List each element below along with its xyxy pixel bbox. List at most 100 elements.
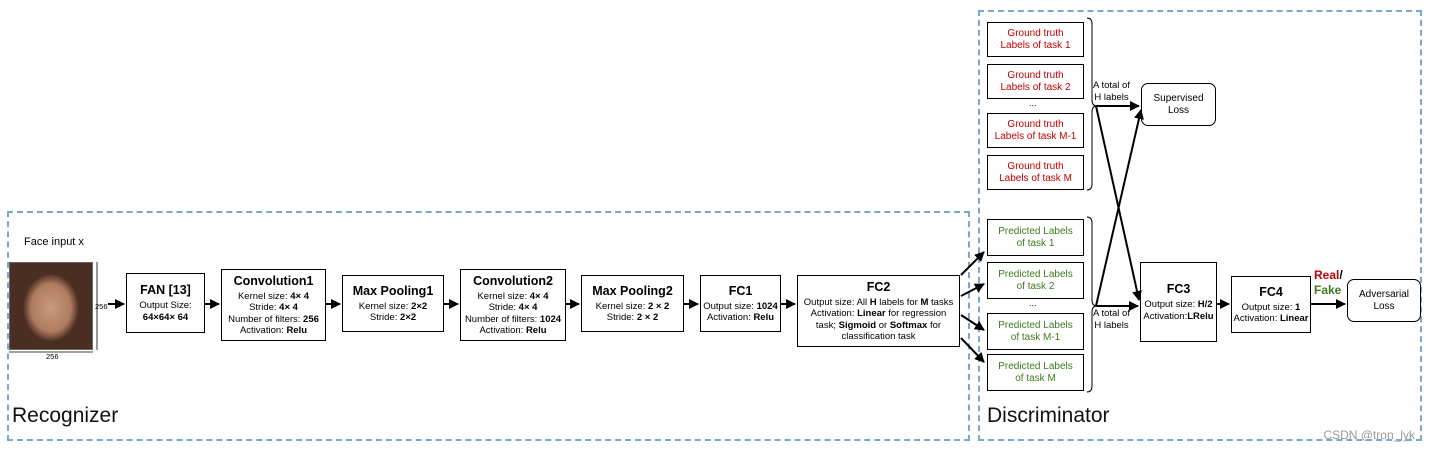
fc3-output-value: H/2 [1197,299,1213,310]
conv1-filters-value: 256 [303,313,319,325]
fc4-title: FC4 [1259,284,1283,299]
conv1-filters-label: Number of filters: [228,313,304,325]
pool1-kernel-label: Kernel size: [358,300,412,312]
fc3-output-label: Output size: [1144,299,1198,310]
fc2-act-linear: Linear [857,308,886,319]
fc4-output-value: 1 [1295,301,1301,313]
conv1-stride-label: Stride: [249,302,280,313]
fc2-output-e: tasks [928,296,954,308]
fan-line1: Output Size: [139,300,192,311]
pool2-stride-value: 2 × 2 [636,312,659,323]
discriminator-label: Discriminator [987,404,1110,427]
conv2-stride-value: 4× 4 [518,302,538,313]
fc1-block: FC1 Output size: 1024 Activation: Relu [700,275,781,332]
gt3-line1: Ground truth [1007,118,1064,130]
recognizer-label: Recognizer [12,404,119,427]
conv2-title: Convolution2 [473,273,553,288]
fc4-activation-label: Activation: [1233,313,1280,324]
fc3-activation-label: Activation: [1143,310,1188,322]
pool1-block: Max Pooling1 Kernel size: 2×2 Stride: 2×… [342,275,444,332]
supervised-loss-line2: Loss [1167,104,1190,116]
fc2-block: FC2 Output size: All H labels for M task… [797,275,960,347]
sum-bottom-line1: A total of [1093,308,1130,319]
discriminator-region [978,10,1422,441]
pool2-title: Max Pooling2 [592,283,673,298]
pl2-line2: of task 2 [1016,280,1055,292]
fc4-activation-value: Linear [1279,313,1309,324]
conv1-activation-label: Activation: [239,325,287,336]
conv1-kernel-value: 4× 4 [290,290,310,302]
predicted-task-1: Predicted Labels of task 1 [987,219,1084,256]
fc1-output-value: 1024 [756,300,778,312]
conv1-stride-value: 4× 4 [279,302,298,313]
conv2-kernel-label: Kernel size: [477,290,530,302]
fan-line2: 64×64× 64 [142,311,189,323]
conv2-filters-value: 1024 [539,313,562,325]
fc2-task-or: or [876,319,890,331]
ground-truth-task-2: Ground truth Labels of task 2 [987,64,1084,99]
ground-truth-task-m-1: Ground truth Labels of task M-1 [987,113,1084,148]
pl2-line1: Predicted Labels [998,268,1073,280]
gt1-line2: Labels of task 1 [1000,39,1071,51]
adversarial-loss-box: Adversarial Loss [1347,279,1421,322]
pool1-stride-value: 2×2 [399,312,417,323]
conv2-kernel-value: 4× 4 [529,290,549,302]
pool1-kernel-value: 2×2 [411,300,428,312]
fc2-task-sigmoid: Sigmoid [838,319,877,331]
fc2-output-h: H [869,296,877,308]
fc4-output-label: Output size: [1241,301,1296,313]
gt4-line1: Ground truth [1007,160,1064,172]
conv1-activation-value: Relu [286,325,308,336]
pl4-line2: of task M [1015,372,1056,384]
pl4-line1: Predicted Labels [998,360,1073,372]
predicted-task-m: Predicted Labels of task M [987,354,1084,391]
input-height-dim: 256 [95,302,108,311]
sum-top-line2: H labels [1094,92,1129,103]
pool2-stride-label: Stride: [606,312,637,323]
gt1-line1: Ground truth [1007,27,1064,39]
real-label: Real [1314,268,1340,282]
pool2-kernel-label: Kernel size: [595,300,648,312]
fc1-output-label: Output size: [703,300,757,312]
fc2-output-a: Output size: All [803,296,870,308]
input-label: Face input x [24,236,84,248]
predicted-task-m-1: Predicted Labels of task M-1 [987,313,1084,350]
conv2-filters-label: Number of filters: [464,313,540,325]
pl1-line2: of task 1 [1016,237,1055,249]
watermark: CSDN @tron_lyk [1323,428,1415,442]
conv1-title: Convolution1 [233,273,314,288]
adversarial-loss-line2: Loss [1373,300,1395,312]
fc3-block: FC3 Output size: H/2 Activation:LRelu [1140,262,1217,342]
conv1-kernel-label: Kernel size: [237,290,291,302]
conv2-stride-label: Stride: [488,302,519,313]
pool1-title: Max Pooling1 [352,283,434,298]
real-fake-label: Real/ Fake [1314,268,1343,298]
input-width-dim: 256 [46,352,59,361]
slash-label: / [1339,268,1343,282]
gt2-line1: Ground truth [1007,69,1064,81]
gt2-line2: Labels of task 2 [1000,81,1071,93]
fake-label: Fake [1314,283,1342,297]
fc2-act-a: Activation: [810,308,858,319]
fan-title: FAN [13] [140,283,191,297]
fc3-activation-value: LRelu [1187,310,1214,322]
conv2-block: Convolution2 Kernel size: 4× 4 Stride: 4… [460,269,566,341]
ground-truth-task-1: Ground truth Labels of task 1 [987,22,1084,57]
sum-top-label: A total of H labels [1093,80,1130,104]
pool2-block: Max Pooling2 Kernel size: 2 × 2 Stride: … [581,275,684,332]
fc2-title: FC2 [866,279,891,294]
fc4-block: FC4 Output size: 1 Activation: Linear [1231,276,1311,333]
fc3-title: FC3 [1166,282,1191,296]
pool1-stride-label: Stride: [369,312,400,323]
fc2-classification: classification task [841,331,916,342]
face-image [9,262,93,350]
fc2-task-softmax: Softmax [889,319,928,331]
pl3-line1: Predicted Labels [998,319,1073,331]
predicted-task-2: Predicted Labels of task 2 [987,262,1084,299]
fan-block: FAN [13] Output Size: 64×64× 64 [126,273,205,333]
conv1-block: Convolution1 Kernel size: 4× 4 Stride: 4… [221,269,326,341]
fc2-output-m: M [920,296,929,308]
pl3-line2: of task M-1 [1010,331,1061,343]
gt-ellipsis: ... [1029,98,1037,108]
conv2-activation-label: Activation: [479,325,526,336]
